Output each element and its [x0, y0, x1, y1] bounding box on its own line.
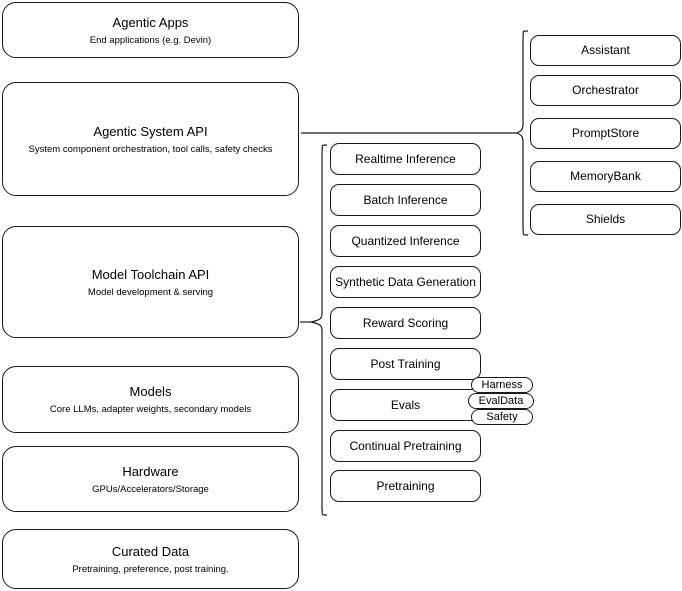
evals-badge-harness[interactable]: Harness	[471, 377, 533, 393]
system-component-label: MemoryBank	[570, 169, 641, 183]
right-curly-brace	[515, 30, 529, 236]
layer-title: Curated Data	[111, 543, 190, 559]
toolchain-label: Post Training	[370, 356, 441, 371]
toolchain-box-batch-inference[interactable]: Batch Inference	[330, 184, 481, 216]
toolchain-box-continual-pretraining[interactable]: Continual Pretraining	[330, 430, 481, 462]
layer-subtitle: Core LLMs, adapter weights, secondary mo…	[49, 404, 252, 415]
layer-box-curated-data[interactable]: Curated Data Pretraining, preference, po…	[2, 529, 299, 589]
toolchain-label: Evals	[390, 397, 421, 412]
toolchain-label: Reward Scoring	[362, 315, 449, 330]
system-component-label: PromptStore	[571, 126, 640, 140]
layer-title: Hardware	[122, 463, 179, 479]
toolchain-label: Quantized Inference	[351, 233, 460, 248]
layer-title: Model Toolchain API	[91, 266, 210, 282]
toolchain-box-evals[interactable]: Evals	[330, 389, 481, 421]
toolchain-label: Continual Pretraining	[349, 438, 462, 453]
layer-title: Models	[129, 384, 172, 399]
toolchain-label: Realtime Inference	[355, 151, 456, 166]
system-component-box-memorybank[interactable]: MemoryBank	[530, 161, 681, 192]
layer-subtitle: Model development & serving	[87, 286, 214, 298]
system-component-box-shields[interactable]: Shields	[530, 204, 681, 235]
layer-box-model-toolchain-api[interactable]: Model Toolchain API Model development & …	[2, 226, 299, 338]
toolchain-label: Synthetic Data Generation	[335, 274, 476, 289]
layer-subtitle: System component orchestration, tool cal…	[28, 143, 273, 155]
layer-title: Agentic System API	[93, 123, 208, 139]
toolchain-box-post-training[interactable]: Post Training	[330, 348, 481, 380]
system-component-box-assistant[interactable]: Assistant	[530, 35, 681, 66]
toolchain-box-quantized-inference[interactable]: Quantized Inference	[330, 225, 481, 257]
system-component-box-promptstore[interactable]: PromptStore	[530, 118, 681, 149]
layer-box-agentic-apps[interactable]: Agentic Apps End applications (e.g. Devi…	[2, 2, 299, 58]
layer-title: Agentic Apps	[112, 14, 189, 30]
layer-box-models[interactable]: Models Core LLMs, adapter weights, secon…	[2, 366, 299, 433]
badge-label: Harness	[481, 379, 523, 391]
toolchain-box-realtime-inference[interactable]: Realtime Inference	[330, 143, 481, 175]
system-component-box-orchestrator[interactable]: Orchestrator	[530, 75, 681, 106]
system-component-label: Shields	[585, 212, 626, 226]
layer-box-agentic-system-api[interactable]: Agentic System API System component orch…	[2, 82, 299, 196]
layer-box-hardware[interactable]: Hardware GPUs/Accelerators/Storage	[2, 446, 299, 512]
layer-subtitle: GPUs/Accelerators/Storage	[92, 483, 209, 495]
toolchain-label: Pretraining	[376, 478, 435, 493]
system-component-label: Assistant	[581, 43, 630, 57]
evals-badge-evaldata[interactable]: EvalData	[468, 393, 534, 409]
toolchain-label: Batch Inference	[363, 192, 448, 207]
middle-curly-brace	[310, 144, 328, 516]
badge-label: Safety	[486, 411, 518, 423]
layer-subtitle: Pretraining, preference, post training.	[72, 563, 229, 575]
evals-badge-safety[interactable]: Safety	[471, 409, 533, 425]
toolchain-box-synthetic-data-generation[interactable]: Synthetic Data Generation	[330, 266, 481, 298]
badge-label: EvalData	[478, 395, 524, 407]
system-component-label: Orchestrator	[572, 83, 639, 97]
toolchain-box-reward-scoring[interactable]: Reward Scoring	[330, 307, 481, 339]
layer-subtitle: End applications (e.g. Devin)	[89, 34, 212, 46]
toolchain-box-pretraining[interactable]: Pretraining	[330, 470, 481, 502]
